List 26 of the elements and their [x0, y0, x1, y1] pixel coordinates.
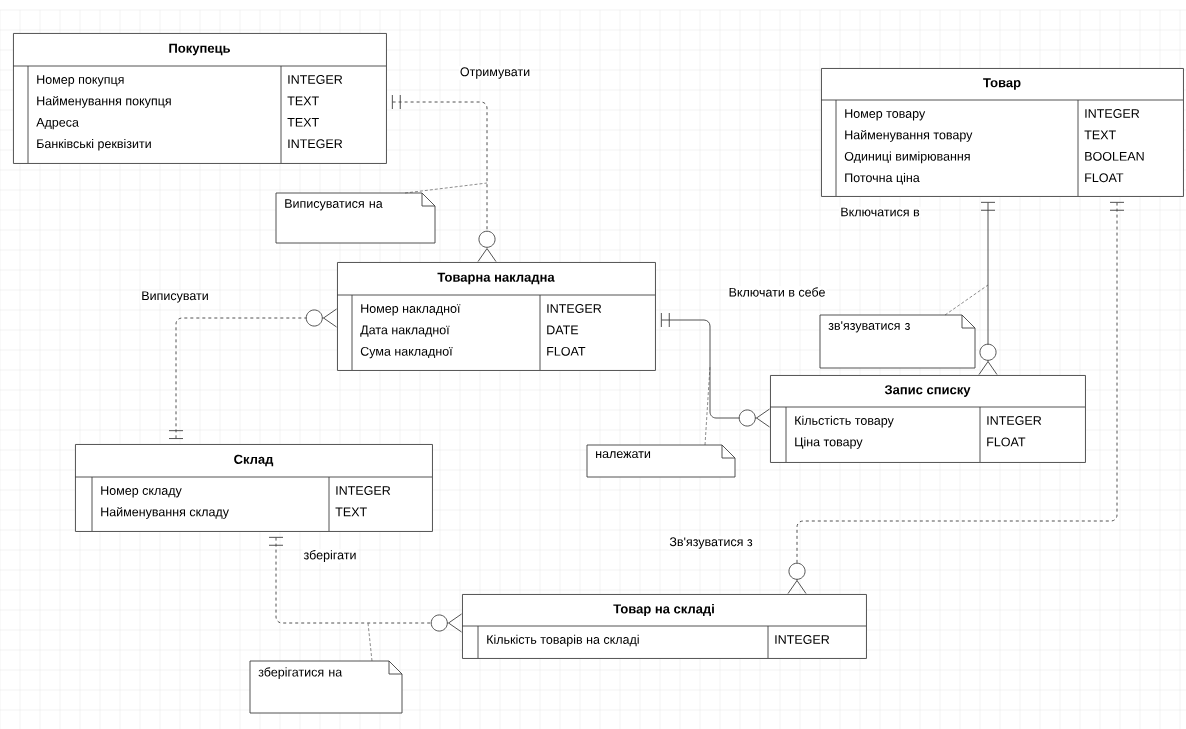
note: зв'язуватися з: [819, 314, 976, 369]
edge-label: Включатися в: [839, 206, 921, 218]
entity-table: Товар Номер товару INTEGER Найменування товару TEXT Одиниці вимірювання BOOLEAN Поточна ціна FLOAT: [820, 68, 1184, 197]
leader-line: [944, 284, 989, 316]
relationship-line: [787, 201, 1125, 594]
edge-label: Виписувати: [140, 290, 210, 304]
edge-label: зберігати: [302, 549, 358, 563]
note: належати: [586, 444, 736, 478]
leader-line: [404, 182, 488, 194]
entity-table: Запис списку Кільстість товару INTEGER Ціна товару FLOAT: [769, 375, 1086, 463]
relationship-line: [978, 201, 998, 375]
edge-label: Отримувати: [458, 66, 532, 80]
entity-table: Покупець Номер покупця INTEGER Найменування покупця TEXT Адреса TEXT Банківські реквізити INTEGER: [12, 33, 387, 164]
entity-table: Товарна накладна Номер накладної INTEGER Дата накладної DATE Сума накладної FLOAT: [336, 262, 656, 371]
entity-table: Товар на складі Кількість товарів на складі INTEGER: [461, 594, 867, 659]
relationship-line: [391, 94, 497, 262]
note: Виписуватися на: [275, 192, 436, 244]
entity-table: Склад Номер складу INTEGER Найменування складу TEXT: [74, 444, 433, 532]
edge-label: Включати в себе: [727, 286, 827, 298]
relationship-line: [268, 536, 462, 633]
note: зберігатися на: [249, 660, 403, 714]
leader-line: [367, 622, 373, 662]
leader-line: [704, 365, 711, 446]
relationship-line: [168, 308, 337, 439]
edge-label: Зв'язуватися з: [668, 536, 754, 550]
relationship-line: [660, 312, 770, 428]
